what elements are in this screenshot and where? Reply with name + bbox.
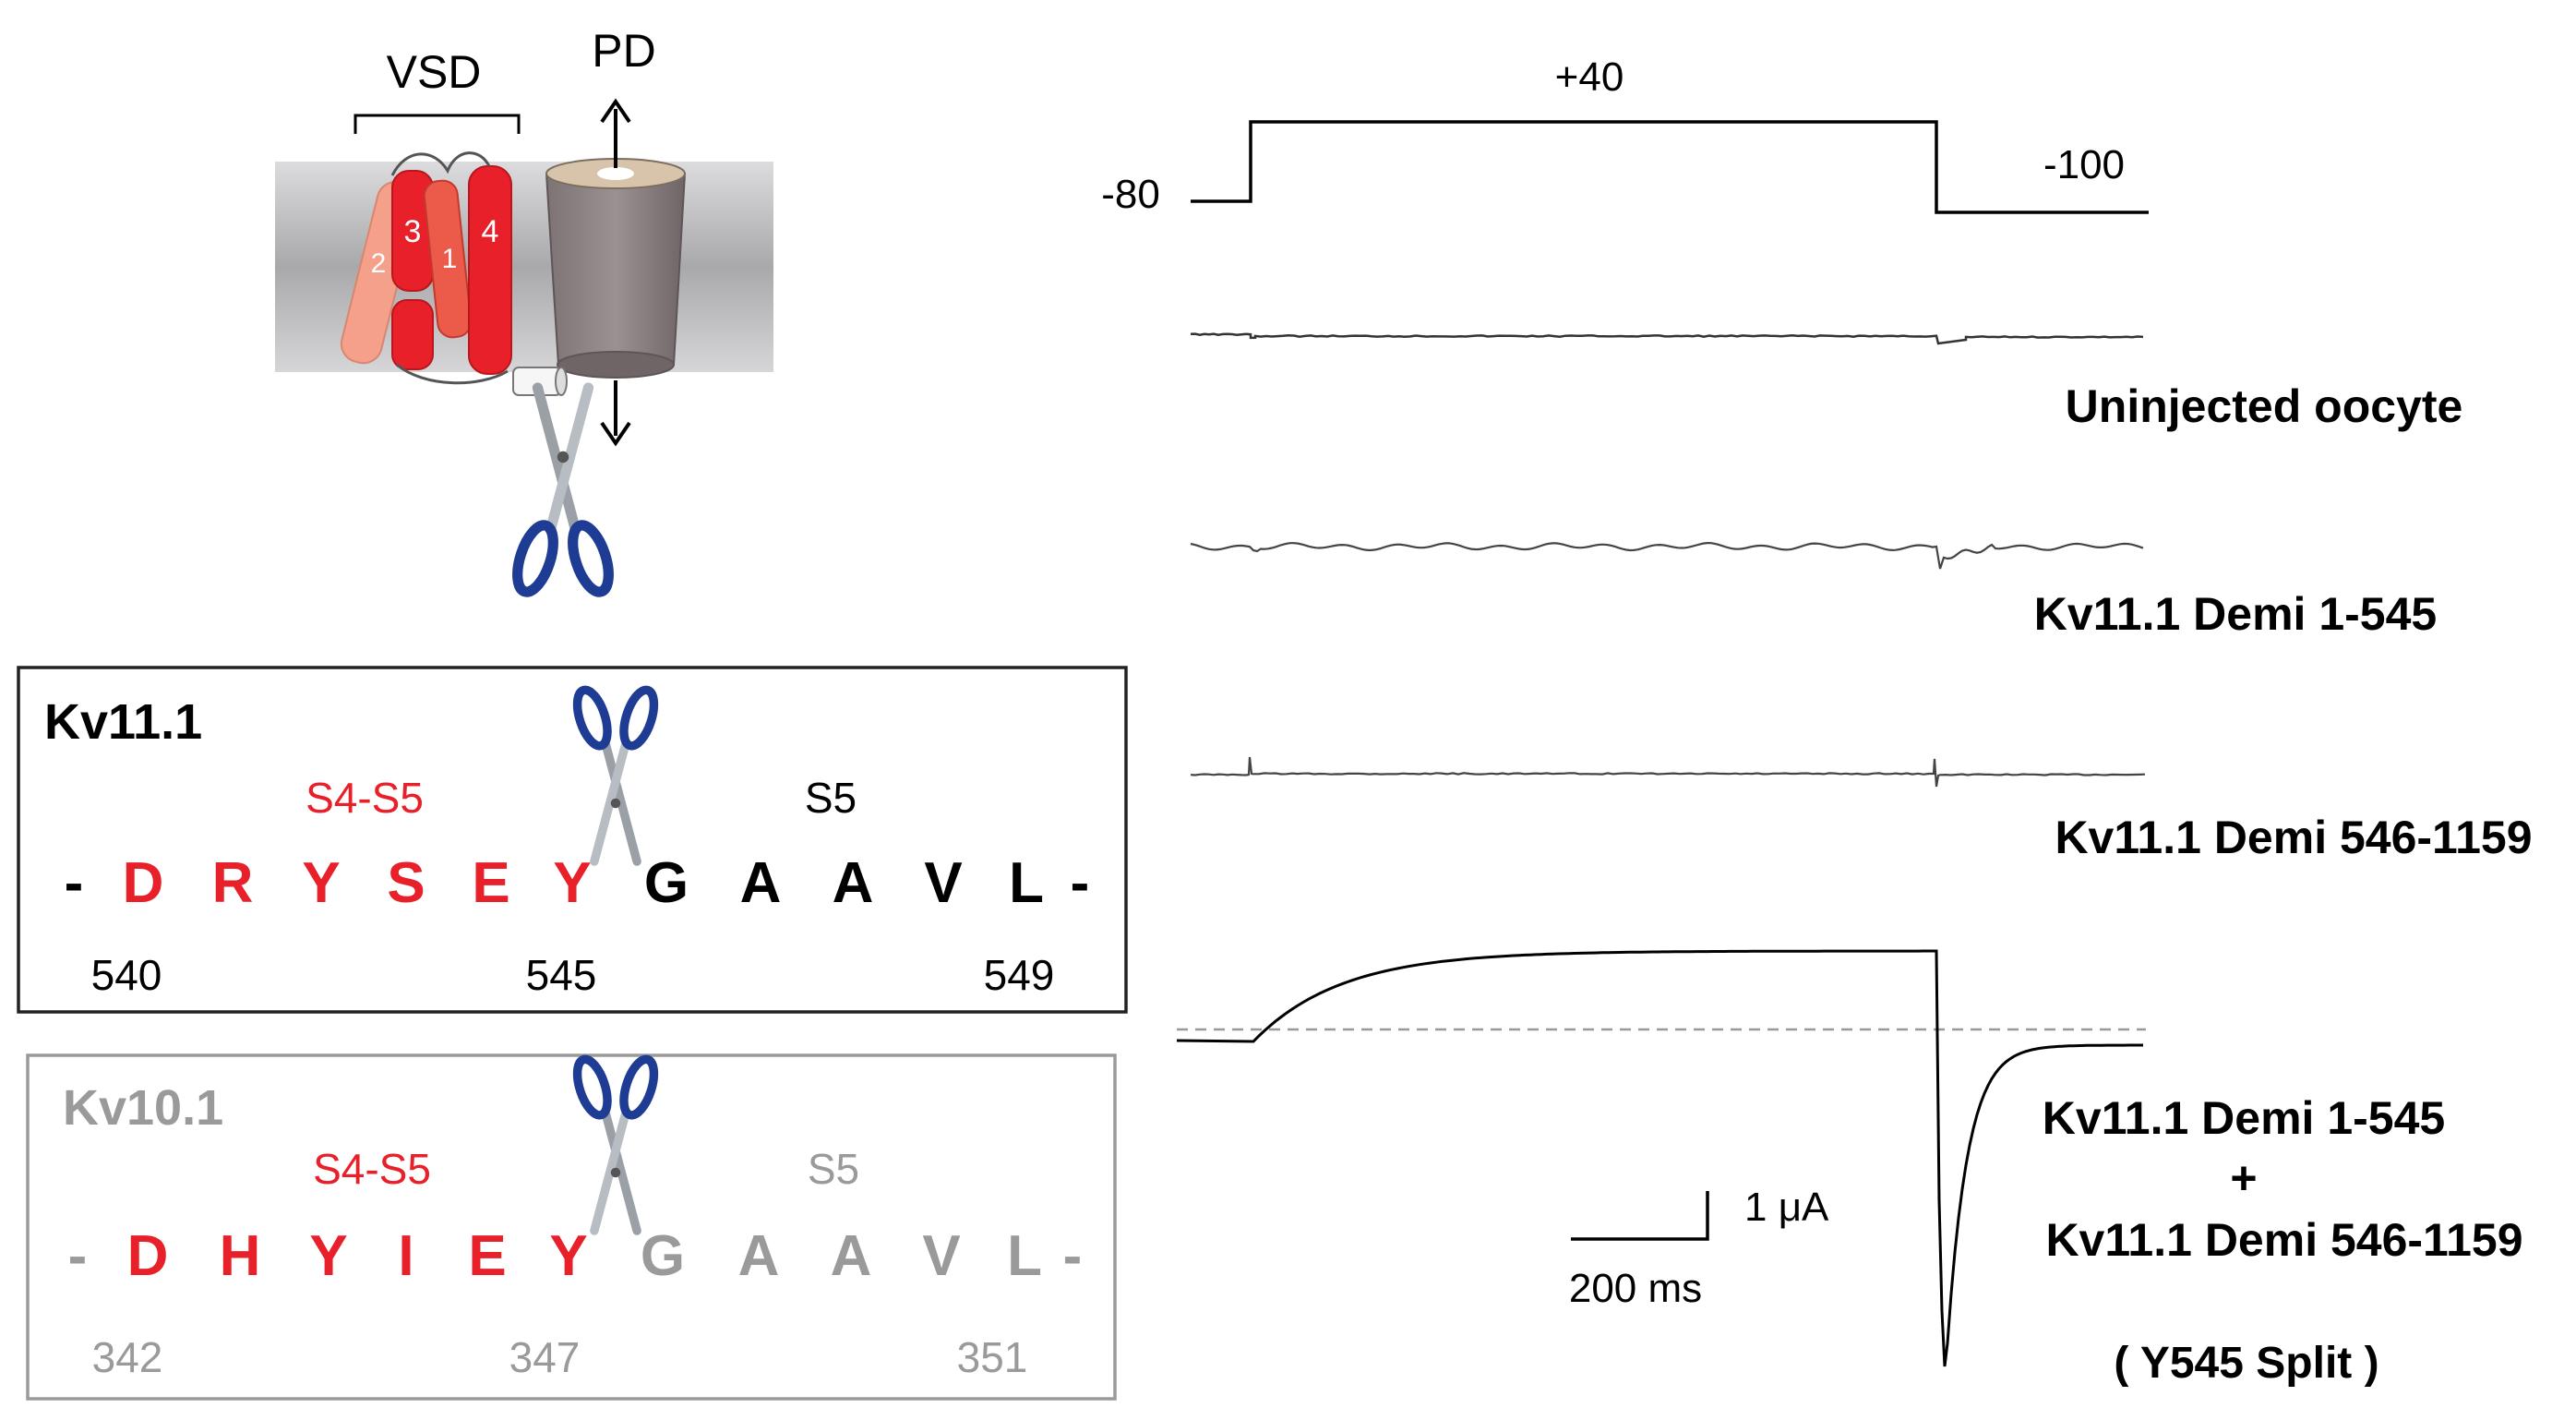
kv111-residues: - D R Y S E Y G A A V L - [65, 851, 1090, 915]
kv111-dash-right: - [1071, 851, 1090, 915]
trace-combo-line1: Kv11.1 Demi 1-545 [2043, 1092, 2445, 1144]
kv111-residue: A [740, 851, 782, 915]
kv111-box [17, 666, 1128, 1014]
kv101-residue: A [831, 1224, 872, 1288]
protocol-tail-label: -100 [2043, 142, 2125, 187]
scale-bar-lines [1571, 1191, 1709, 1241]
kv111-residue: E [472, 851, 509, 915]
scale-bar-time-label: 200 ms [1569, 1266, 1702, 1311]
kv101-residue: I [398, 1224, 413, 1288]
trace-demi2-label: Kv11.1 Demi 546-1159 [2055, 812, 2532, 863]
kv101-title: Kv10.1 [63, 1080, 223, 1136]
helix-number-4: 4 [482, 214, 499, 249]
helix-loop [390, 151, 491, 176]
kv101-residue: H [220, 1224, 261, 1288]
kv101-box [26, 1053, 1117, 1401]
kv111-position-540: 540 [91, 951, 162, 999]
kv101-residue: E [468, 1224, 506, 1288]
kv101-sequence-panel: Kv10.1 S4-S5 S5 - D H Y I E Y G A A V L … [26, 1053, 1117, 1401]
kv111-position-549: 549 [984, 951, 1055, 999]
helix-3-lower [391, 299, 434, 370]
kv101-residue: G [641, 1224, 685, 1288]
trace-uninjected-label: Uninjected oocyte [2066, 380, 2463, 432]
kv101-dash-left: - [68, 1224, 88, 1288]
kv101-residue: Y [309, 1224, 347, 1288]
kv101-s4s5-label: S4-S5 [313, 1145, 431, 1193]
kv101-residues: - D H Y I E Y G A A V L - [68, 1224, 1083, 1288]
kv111-residue: A [833, 851, 874, 915]
pd-label: PD [592, 25, 655, 77]
kv111-s5-label: S5 [805, 774, 857, 822]
trace-demi1 [1190, 541, 2144, 570]
trace-demi2 [1190, 756, 2146, 788]
protocol-trace [1191, 120, 2149, 214]
kv111-dash-left: - [65, 851, 84, 915]
trace-combo-plus: + [2230, 1152, 2257, 1204]
kv111-residue: G [644, 851, 689, 915]
trace-combination [1176, 949, 2143, 1367]
trace-uninjected [1190, 332, 2144, 345]
kv111-s4s5-label: S4-S5 [306, 774, 424, 822]
current-traces: Uninjected oocyte Kv11.1 Demi 1-545 Kv11… [1176, 332, 2533, 1388]
scissors-icon [510, 388, 616, 596]
s4s5-linker [396, 363, 509, 385]
kv111-residue: V [924, 851, 962, 915]
kv101-s5-label: S5 [808, 1145, 859, 1193]
voltage-protocol: -80 +40 -100 [1101, 54, 2149, 217]
kv101-position-347: 347 [509, 1333, 581, 1381]
kv111-residue: Y [553, 851, 591, 915]
helix-number-2: 2 [371, 248, 387, 279]
scale-bar: 1 μA 200 ms [1569, 1185, 1829, 1311]
protocol-hold-label: -80 [1101, 172, 1160, 217]
kv101-dash-right: - [1063, 1224, 1083, 1288]
kv111-residue: R [212, 851, 254, 915]
pore-domain-cylinder [545, 158, 687, 379]
vsd-label: VSD [387, 46, 482, 98]
scale-bar-current-label: 1 μA [1744, 1185, 1829, 1230]
trace-demi1-label: Kv11.1 Demi 1-545 [2034, 588, 2437, 640]
protocol-step-label: +40 [1555, 54, 1624, 100]
channel-cartoon: VSD PD 2 3 1 4 [275, 25, 773, 596]
kv101-position-342: 342 [92, 1333, 163, 1381]
kv111-residue: L [1009, 851, 1044, 915]
helix-number-1: 1 [442, 244, 458, 274]
kv111-title: Kv11.1 [44, 694, 202, 750]
trace-combo-line2: Kv11.1 Demi 546-1159 [2045, 1214, 2522, 1266]
kv101-residue: V [922, 1224, 960, 1288]
kv101-residue: Y [549, 1224, 587, 1288]
helix-4 [468, 165, 512, 375]
kv101-residue: A [738, 1224, 780, 1288]
kv101-residue: L [1007, 1224, 1042, 1288]
kv111-residue: Y [302, 851, 340, 915]
helix-1 [423, 179, 473, 339]
helix-number-3: 3 [404, 214, 422, 249]
kv111-position-545: 545 [526, 951, 597, 999]
vsd-bracket [353, 114, 521, 134]
kv101-position-351: 351 [957, 1333, 1028, 1381]
trace-combo-note: ( Y545 Split ) [2114, 1339, 2378, 1388]
kv111-residue: S [387, 851, 425, 915]
linker-cut-site [512, 367, 568, 396]
kv111-residue: D [123, 851, 164, 915]
kv111-sequence-panel: Kv11.1 S4-S5 S5 - D R Y S E Y G A A V L … [17, 666, 1128, 1014]
kv101-residue: D [127, 1224, 169, 1288]
